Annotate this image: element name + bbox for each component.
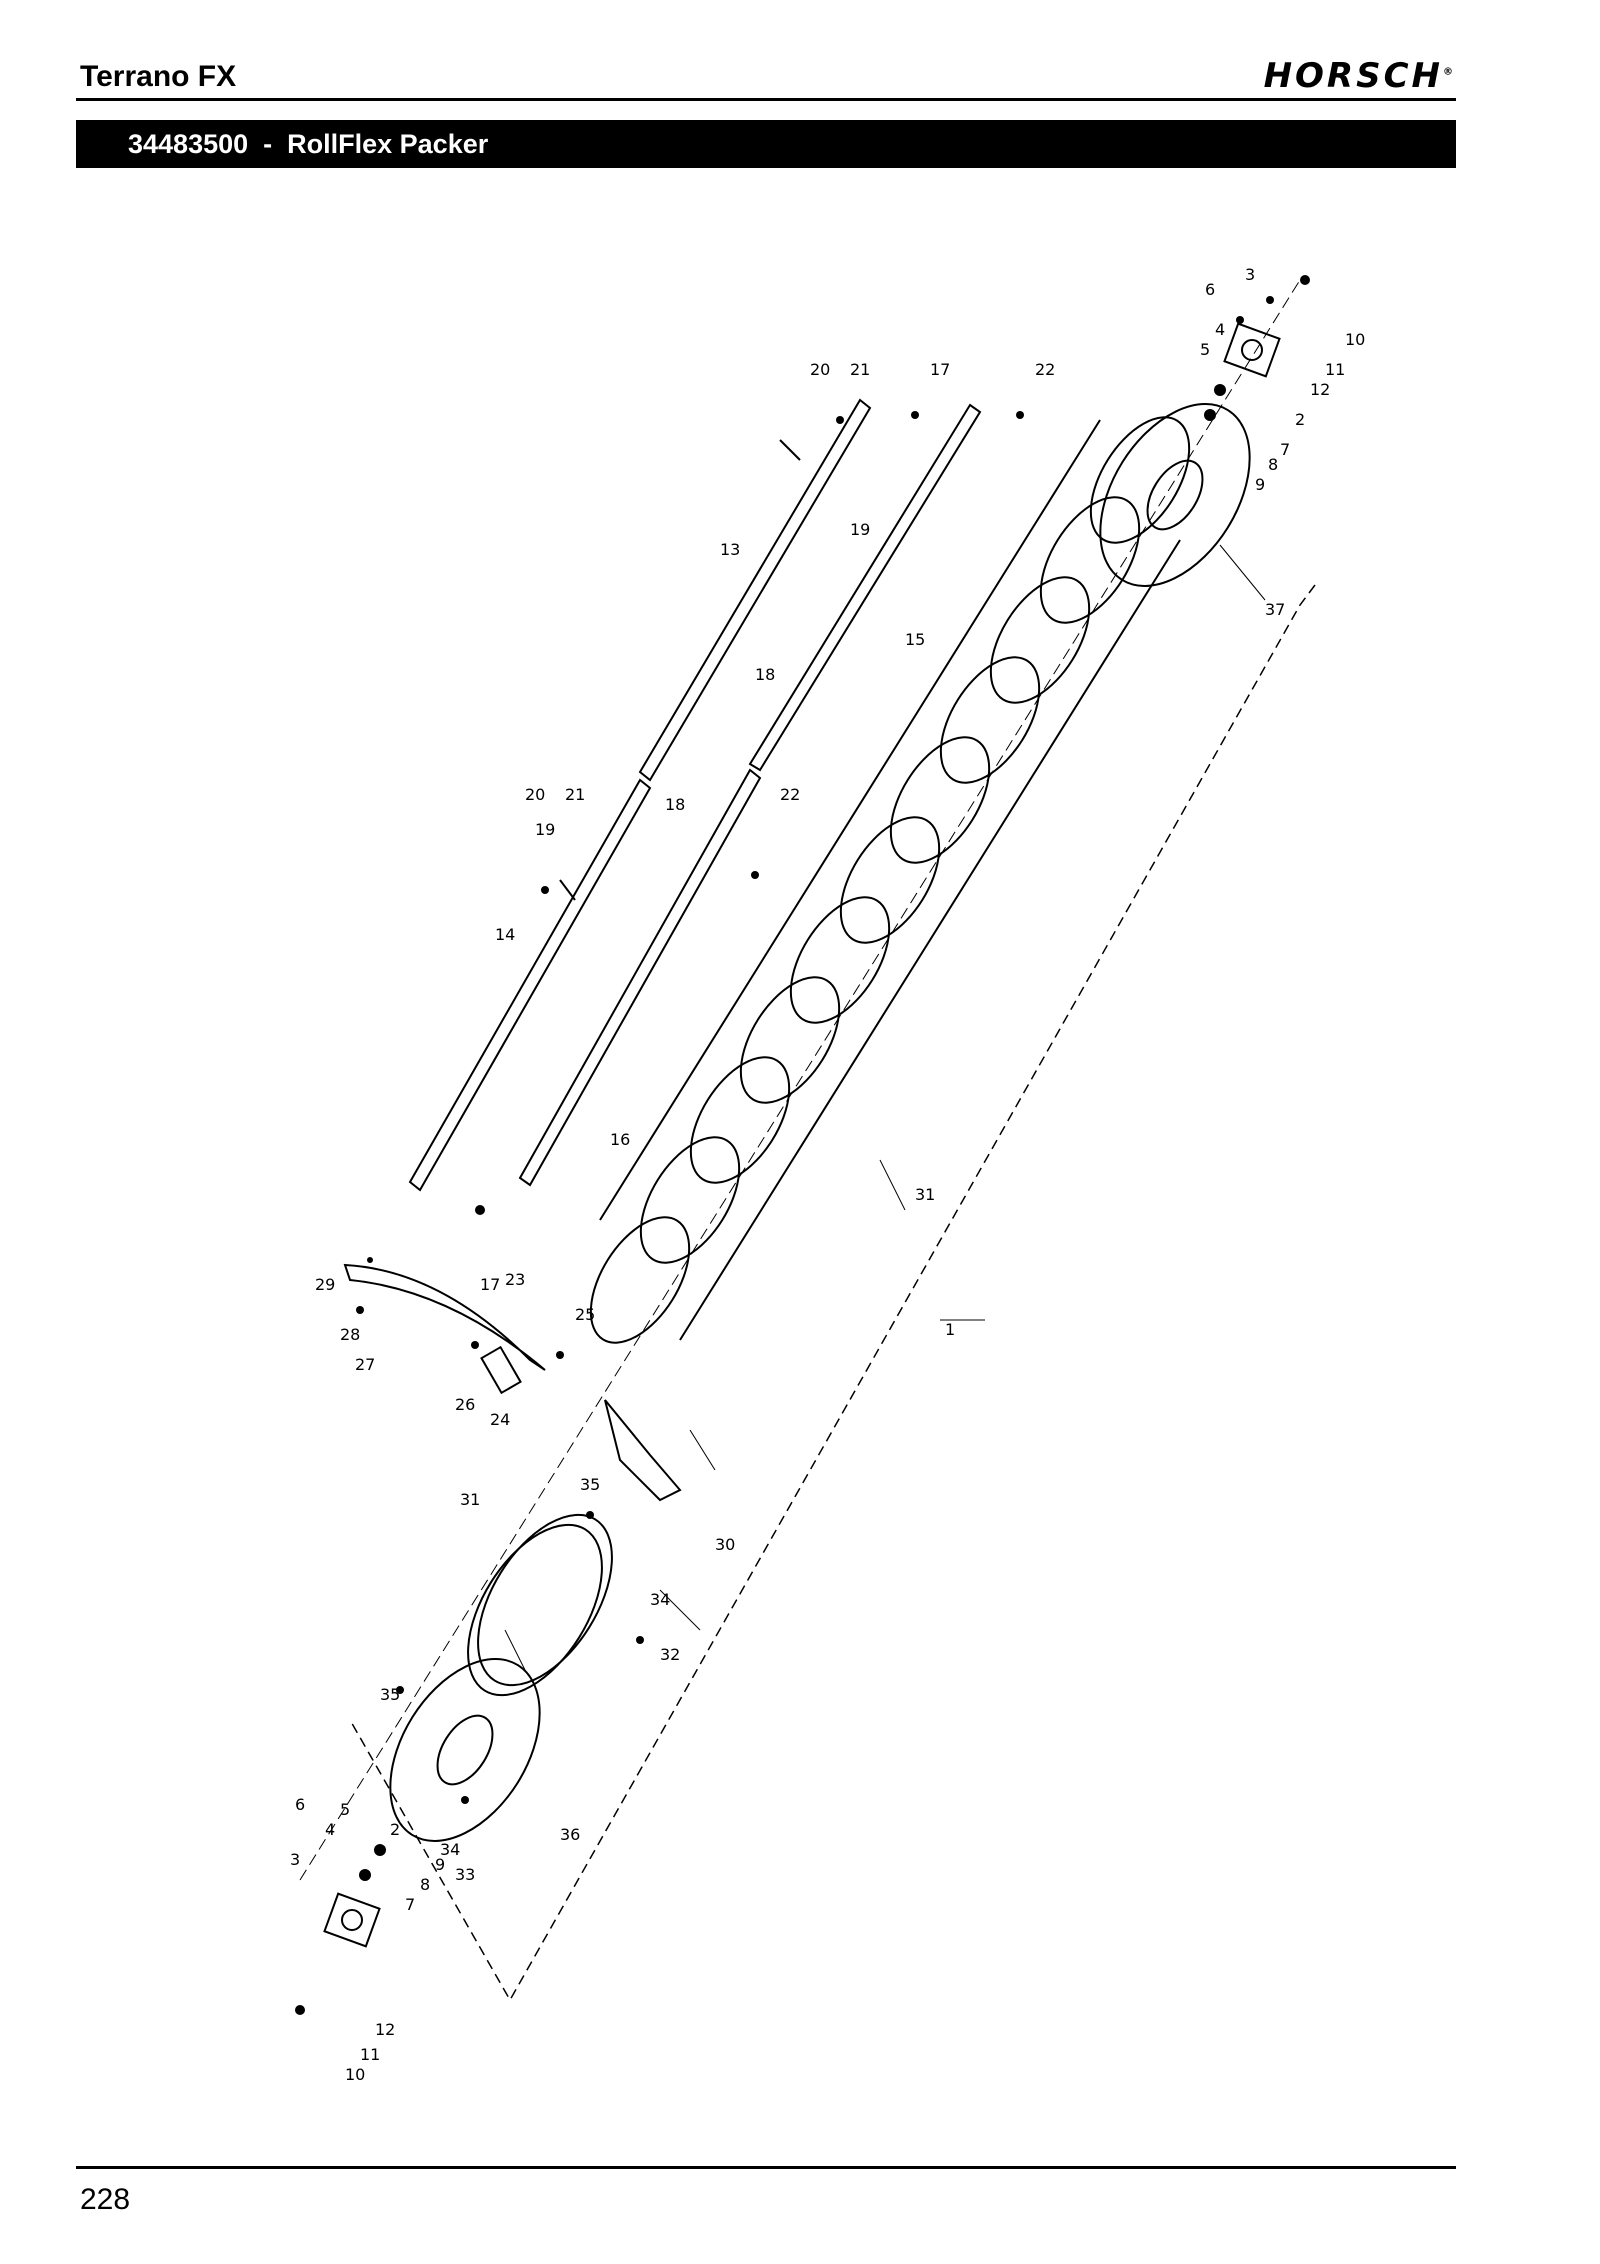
- callout-18b: 18: [665, 795, 685, 814]
- bearing-housing-top: [1223, 322, 1281, 378]
- frame-rail-16: [518, 768, 762, 1187]
- callout-26: 26: [455, 1395, 475, 1414]
- horsch-logo: HORSCH®: [1264, 56, 1456, 96]
- callout-5: 5: [1200, 340, 1210, 359]
- callout-2b: 2: [390, 1820, 400, 1839]
- hardware-fasteners: [295, 275, 1310, 2015]
- callout-19b: 19: [535, 820, 555, 839]
- callout-5b: 5: [340, 1800, 350, 1819]
- section-title-bar: 34483500 - RollFlex Packer: [76, 120, 1456, 168]
- callout-22b: 22: [780, 785, 800, 804]
- callout-6b: 6: [295, 1795, 305, 1814]
- frame-rail-15: [748, 403, 982, 772]
- callout-9b: 9: [435, 1855, 445, 1874]
- bearing-housing-bottom: [323, 1892, 381, 1948]
- callout-10b: 10: [345, 2065, 365, 2084]
- callout-24: 24: [490, 1410, 510, 1429]
- shaft-end-30: [604, 1399, 682, 1502]
- callout-31a: 31: [460, 1490, 480, 1509]
- callout-23: 23: [505, 1270, 525, 1289]
- callout-30: 30: [715, 1535, 735, 1554]
- ring-31: [467, 1523, 603, 1697]
- callout-28: 28: [340, 1325, 360, 1344]
- disc-37: [1099, 403, 1251, 587]
- callout-32: 32: [660, 1645, 680, 1664]
- roller-drum: [589, 416, 1191, 1344]
- callout-11b: 11: [360, 2045, 380, 2064]
- callout-4b: 4: [325, 1820, 335, 1839]
- callout-22: 22: [1035, 360, 1055, 379]
- callout-15: 15: [905, 630, 925, 649]
- callout-14: 14: [495, 925, 515, 944]
- callout-19: 19: [850, 520, 870, 539]
- bracket-24: [480, 1345, 522, 1395]
- callout-35b: 35: [380, 1685, 400, 1704]
- callout-21b: 21: [565, 785, 585, 804]
- parts-drawing: 1 2 3 4 5 6 7 8 9 10 11 12 13 14 15 16 1…: [290, 265, 1365, 2084]
- callout-36: 36: [560, 1825, 580, 1844]
- callout-6: 6: [1205, 280, 1215, 299]
- callout-11: 11: [1325, 360, 1345, 379]
- exploded-parts-diagram: 1 2 3 4 5 6 7 8 9 10 11 12 13 14 15 16 1…: [0, 200, 1600, 2160]
- callout-7b: 7: [405, 1895, 415, 1914]
- callout-8: 8: [1268, 455, 1278, 474]
- callout-labels: 1 2 3 4 5 6 7 8 9 10 11 12 13 14 15 16 1…: [290, 265, 1365, 2084]
- callout-27: 27: [355, 1355, 375, 1374]
- brand-wordmark: HORSCH: [1263, 56, 1443, 96]
- section-title: 34483500 - RollFlex Packer: [128, 129, 489, 159]
- callout-3: 3: [1245, 265, 1255, 284]
- axis-line: [299, 279, 1301, 1881]
- callout-16: 16: [610, 1130, 630, 1149]
- callout-20: 20: [810, 360, 830, 379]
- callout-10: 10: [1345, 330, 1365, 349]
- callout-13: 13: [720, 540, 740, 559]
- callout-34a: 34: [650, 1590, 670, 1609]
- callout-9: 9: [1255, 475, 1265, 494]
- scraper-arm-23: [343, 1263, 546, 1371]
- callout-21: 21: [850, 360, 870, 379]
- callout-8b: 8: [420, 1875, 430, 1894]
- callout-12: 12: [1310, 380, 1330, 399]
- callout-17: 17: [930, 360, 950, 379]
- page-header: Terrano FX HORSCH®: [76, 52, 1456, 101]
- callout-25: 25: [575, 1305, 595, 1324]
- callout-4: 4: [1215, 320, 1225, 339]
- callout-7: 7: [1280, 440, 1290, 459]
- callout-29: 29: [315, 1275, 335, 1294]
- callout-37: 37: [1265, 600, 1285, 619]
- callout-35a: 35: [580, 1475, 600, 1494]
- page-number: 228: [80, 2183, 131, 2216]
- callout-20b: 20: [525, 785, 545, 804]
- callout-17b: 17: [480, 1275, 500, 1294]
- callout-12b: 12: [375, 2020, 395, 2039]
- registered-mark: ®: [1443, 66, 1456, 78]
- page-footer: 228: [76, 2166, 1456, 2249]
- frame-rail-13: [638, 398, 872, 782]
- callout-18: 18: [755, 665, 775, 684]
- disc-36: [389, 1658, 541, 1842]
- callout-34b: 34: [440, 1840, 460, 1859]
- callout-2: 2: [1295, 410, 1305, 429]
- document-title: Terrano FX: [80, 60, 237, 93]
- callout-1: 1: [945, 1320, 955, 1339]
- callout-33: 33: [455, 1865, 475, 1884]
- callout-3b: 3: [290, 1850, 300, 1869]
- callout-31b: 31: [915, 1185, 935, 1204]
- frame-rail-14: [408, 778, 652, 1192]
